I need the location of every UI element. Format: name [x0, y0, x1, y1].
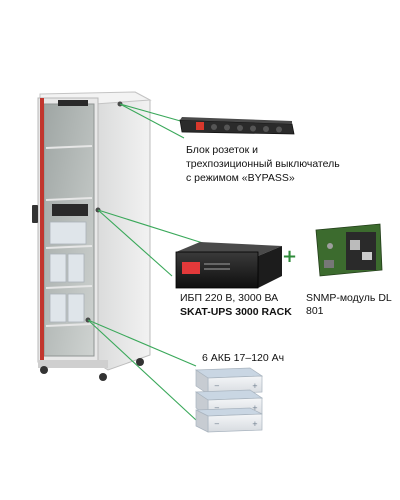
svg-text:+: + [252, 404, 258, 412]
svg-text:+: + [252, 420, 258, 428]
pdu-label-line2: трехпозиционный выключатель [186, 158, 340, 170]
rack-base [38, 360, 108, 368]
plus-sign: + [282, 246, 298, 267]
snmp-label: SNMP-модуль DL 801 [306, 292, 392, 317]
rack-cabinet [32, 91, 152, 381]
pdu-switch [196, 122, 204, 130]
battery-pack: − + − + − + [194, 367, 264, 433]
pdu-label-line3: с режимом «BYPASS» [186, 172, 295, 184]
ups-label-line1: ИБП 220 В, 3000 ВА [180, 292, 279, 304]
door-handle [32, 205, 38, 223]
power-strip-pdu [179, 117, 295, 135]
rack-shelves [45, 145, 93, 327]
snmp-module [315, 223, 383, 277]
rack-batteries-inside [49, 221, 87, 323]
rack-pdu-inside [58, 100, 88, 106]
leader-lines [87, 103, 207, 421]
ups-unit [175, 242, 282, 289]
rack-casters [40, 358, 144, 381]
svg-text:−: − [214, 382, 220, 390]
pdu-label-line1: Блок розеток и [186, 144, 259, 156]
pdu-sockets [211, 124, 282, 133]
ups-display [182, 262, 200, 274]
svg-text:−: − [214, 420, 220, 428]
ups-label-model: SKAT-UPS 3000 RACK [180, 306, 292, 318]
rack-ups-inside [52, 204, 88, 216]
svg-text:+: + [252, 382, 258, 390]
svg-text:−: − [214, 404, 220, 412]
batteries-label: 6 АКБ 17–120 Ач [202, 352, 285, 364]
